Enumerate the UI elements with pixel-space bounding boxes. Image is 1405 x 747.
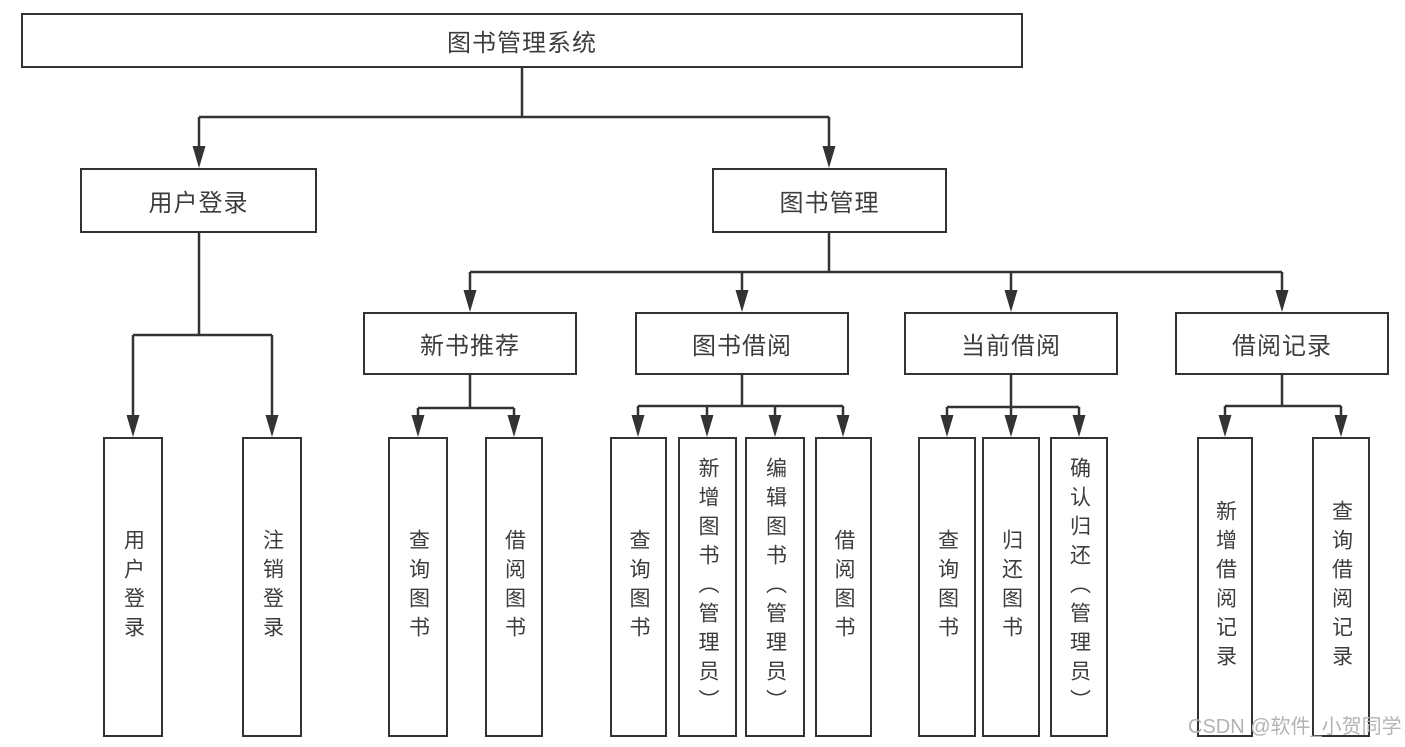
node-label: 借阅记录: [1232, 333, 1332, 360]
leaf-records-add-borrow-record: 新增借阅记录: [1197, 437, 1253, 737]
leaf-borrowing-borrow-books: 借阅图书: [815, 437, 872, 737]
arrow-down-icon: [463, 290, 477, 312]
arrow-down-icon: [192, 146, 206, 168]
node-label: 用户登录: [148, 190, 249, 217]
node-user-login: 用户登录: [80, 168, 317, 233]
leaf-label: 归还图书: [999, 529, 1023, 645]
leaf-label: 新增借阅记录: [1213, 500, 1237, 674]
arrow-down-icon: [1275, 290, 1289, 312]
node-label: 新书推荐: [420, 333, 520, 360]
leaf-newbook-borrow-books: 借阅图书: [485, 437, 543, 737]
leaf-label: 查询图书: [627, 529, 650, 645]
node-label: 图书管理: [779, 190, 880, 217]
connector-root-to-level2: [197, 68, 831, 148]
arrow-down-icon: [411, 415, 425, 437]
leaf-label: 借阅图书: [502, 529, 526, 645]
connector-book-borrow-children: [636, 375, 845, 417]
arrow-down-icon: [940, 415, 954, 437]
node-current-borrowing: 当前借阅: [904, 312, 1118, 375]
leaf-current-return-books: 归还图书: [982, 437, 1040, 737]
leaf-label: 查询图书: [935, 529, 959, 645]
connector-current-borrow-children: [945, 375, 1081, 417]
arrow-down-icon: [1334, 415, 1348, 437]
arrow-down-icon: [836, 415, 850, 437]
arrow-down-icon: [735, 290, 749, 312]
leaf-label: 确认归还（管理员）: [1067, 456, 1091, 718]
node-borrowing-records: 借阅记录: [1175, 312, 1389, 375]
arrow-down-icon: [1218, 415, 1232, 437]
node-library-system: 图书管理系统: [21, 13, 1023, 68]
leaf-label: 注销登录: [260, 529, 284, 645]
node-book-management: 图书管理: [712, 168, 947, 233]
leaf-user-login: 用户登录: [103, 437, 163, 737]
leaf-current-confirm-return-admin: 确认归还（管理员）: [1050, 437, 1108, 737]
csdn-watermark: CSDN @软件_小贺同学: [1188, 716, 1402, 738]
arrowheads: [126, 146, 1348, 437]
connector-book-mgmt-children: [468, 233, 1284, 292]
leaf-label: 借阅图书: [832, 529, 855, 645]
leaf-borrowing-query-books: 查询图书: [610, 437, 667, 737]
leaf-current-query-books: 查询图书: [918, 437, 976, 737]
arrow-down-icon: [822, 146, 836, 168]
leaf-borrowing-add-books-admin: 新增图书（管理员）: [678, 437, 737, 737]
node-label: 图书管理系统: [447, 30, 597, 57]
leaf-label: 用户登录: [121, 529, 145, 645]
node-label: 图书借阅: [692, 333, 792, 360]
arrow-down-icon: [1004, 415, 1018, 437]
arrow-down-icon: [700, 415, 714, 437]
arrow-down-icon: [126, 415, 140, 437]
node-label: 当前借阅: [961, 333, 1061, 360]
leaf-label: 查询借阅记录: [1329, 500, 1353, 674]
leaf-records-query-borrow-record: 查询借阅记录: [1312, 437, 1370, 737]
arrow-down-icon: [507, 415, 521, 437]
arrow-down-icon: [631, 415, 645, 437]
connector-new-book-children: [416, 375, 516, 417]
arrow-down-icon: [1004, 290, 1018, 312]
leaf-newbook-query-books: 查询图书: [388, 437, 448, 737]
leaf-logout: 注销登录: [242, 437, 302, 737]
node-book-borrowing: 图书借阅: [635, 312, 849, 375]
node-new-book-recommend: 新书推荐: [363, 312, 577, 375]
arrow-down-icon: [1072, 415, 1086, 437]
connector-borrow-record-children: [1223, 375, 1343, 417]
leaf-label: 查询图书: [406, 529, 430, 645]
arrow-down-icon: [265, 415, 279, 437]
leaf-label: 编辑图书（管理员）: [763, 456, 787, 718]
leaf-borrowing-edit-books-admin: 编辑图书（管理员）: [745, 437, 805, 737]
leaf-label: 新增图书（管理员）: [696, 456, 719, 718]
arrow-down-icon: [768, 415, 782, 437]
connector-user-login-children: [131, 233, 274, 417]
